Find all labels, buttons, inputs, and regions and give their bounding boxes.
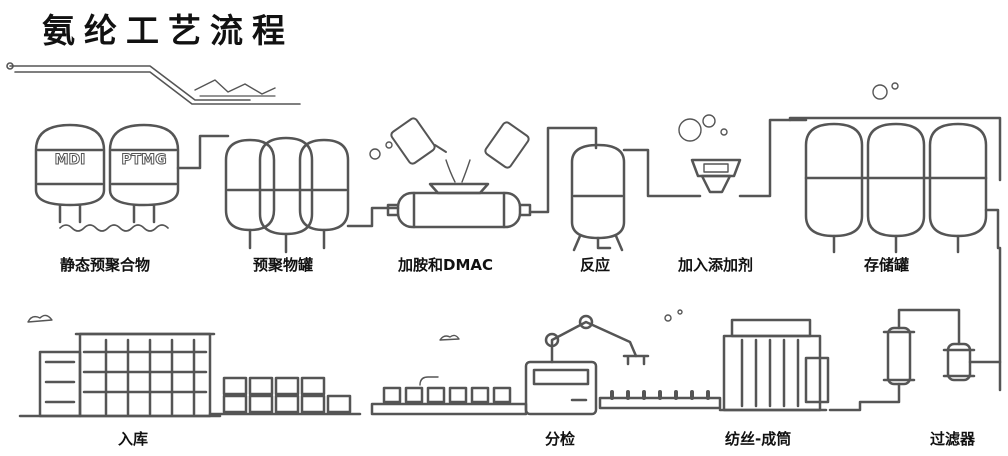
label-amine-dmac: 加胺和DMAC xyxy=(398,256,493,274)
mdi-label: MDI xyxy=(55,152,86,168)
label-spinning: 纺丝-成筒 xyxy=(725,430,792,448)
conveyor-left xyxy=(370,386,528,416)
conveyor-right xyxy=(598,390,722,410)
label-prepolymer-tank: 预聚物罐 xyxy=(253,256,314,274)
bottle-right-icon xyxy=(484,121,530,169)
decorative-wires xyxy=(6,62,301,105)
pipe-6 xyxy=(984,208,1002,392)
label-warehouse: 入库 xyxy=(118,430,149,448)
pipe-2 xyxy=(346,206,400,228)
label-filter: 过滤器 xyxy=(930,430,976,448)
mixer-vessel xyxy=(386,182,532,229)
filter-units xyxy=(828,308,1002,412)
label-prepolymer: 静态预聚合物 xyxy=(60,256,151,274)
prepolymer-tanks xyxy=(224,136,350,254)
pipe-4 xyxy=(622,148,702,198)
pipe-5 xyxy=(738,118,808,198)
ptmg-label: PTMG xyxy=(121,152,166,168)
cloud-icons xyxy=(27,314,460,386)
sorting-machine xyxy=(524,314,650,416)
wave-line xyxy=(59,224,169,232)
reactor-vessel xyxy=(570,143,626,252)
box-stack xyxy=(208,376,362,416)
pipe-top xyxy=(788,116,1002,182)
page-title: 氨纶工艺流程 xyxy=(42,11,294,50)
decorative-bubbles xyxy=(369,82,899,322)
label-additive: 加入添加剂 xyxy=(678,256,754,274)
label-storage: 存储罐 xyxy=(864,256,910,274)
ptmg-tank xyxy=(108,123,180,224)
pipe-3 xyxy=(528,126,598,214)
warehouse-building xyxy=(18,332,222,418)
spinning-machine xyxy=(718,318,830,412)
label-reaction: 反应 xyxy=(580,256,611,274)
pour-stream xyxy=(445,159,471,183)
pipe-1 xyxy=(176,134,230,170)
label-sorting: 分检 xyxy=(545,430,576,448)
additive-hopper xyxy=(690,158,742,194)
storage-tanks xyxy=(804,122,988,254)
bottle-left-icon xyxy=(390,117,447,165)
mdi-tank xyxy=(34,123,106,224)
